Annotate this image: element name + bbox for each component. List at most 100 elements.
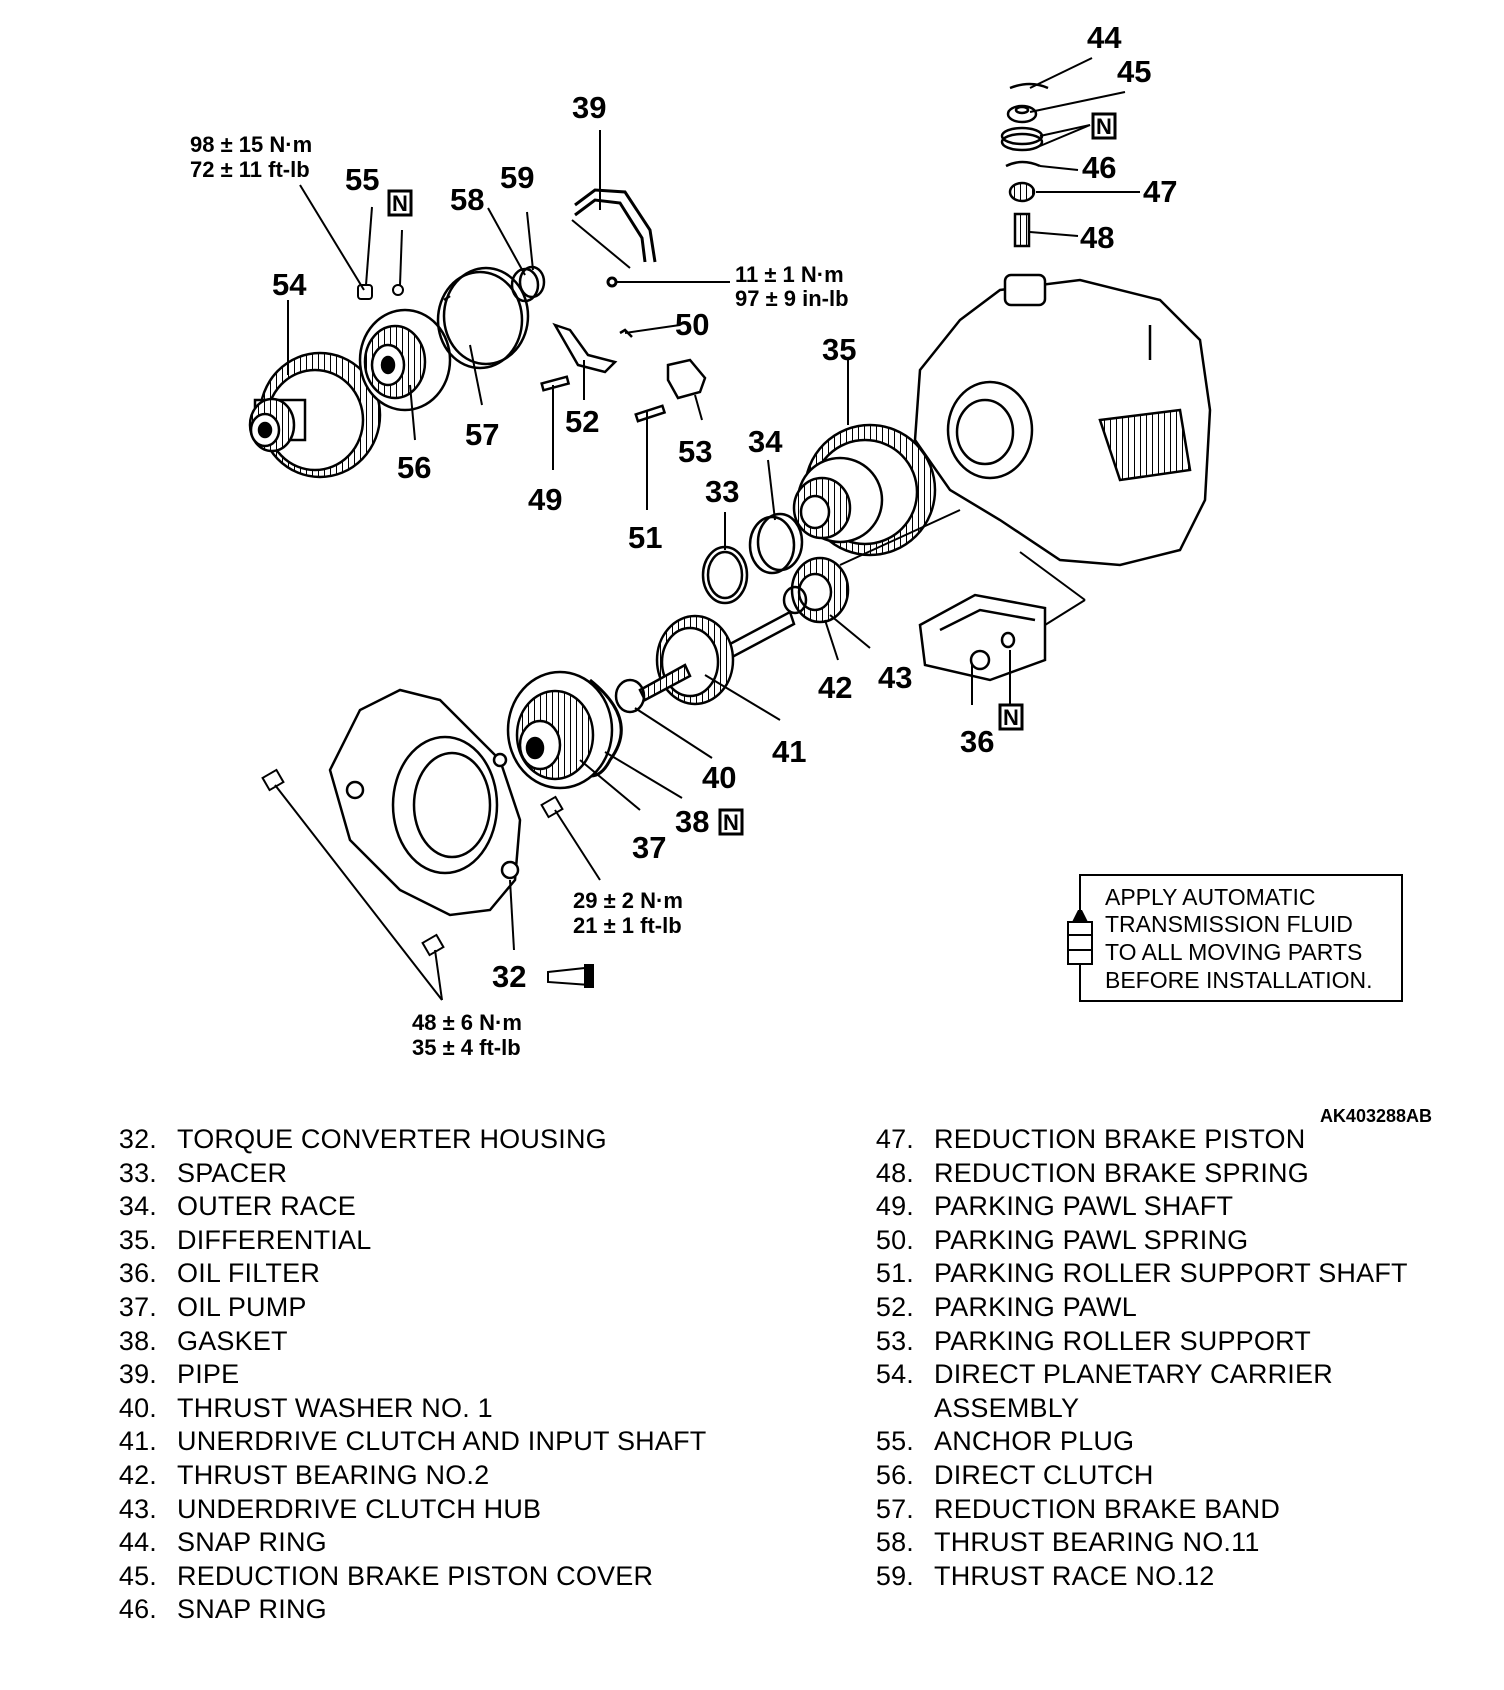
legend-item-number: 40.	[118, 1392, 157, 1423]
n-mark-36: N	[998, 703, 1024, 731]
legend-item-text: OIL PUMP	[177, 1291, 307, 1322]
transmission-case	[913, 273, 1212, 567]
callout-52: 52	[565, 404, 599, 439]
atf-bottle-note-icon	[1067, 910, 1093, 965]
note-line-3: TO ALL MOVING PARTS	[1105, 939, 1362, 965]
legend-item: 59. THRUST RACE NO.12	[852, 1560, 1492, 1594]
figure-id: AK403288AB	[1320, 1106, 1432, 1126]
callout-46: 46	[1082, 150, 1116, 185]
part-54-planetary-carrier	[248, 351, 382, 479]
legend-item-number: 49.	[875, 1191, 914, 1222]
svg-text:N: N	[392, 191, 408, 216]
torque-55-nm: 98 ± 15 N·m	[190, 132, 312, 157]
legend-item: 34.OUTER RACE	[95, 1190, 795, 1224]
legend-item-text: THRUST RACE NO.12	[934, 1560, 1215, 1591]
legend-item: 57. REDUCTION BRAKE BAND	[852, 1493, 1492, 1527]
callout-37: 37	[632, 830, 666, 865]
part-40-thrust-washer	[614, 678, 646, 714]
callout-58: 58	[450, 182, 484, 217]
legend-item-number: 52.	[875, 1291, 914, 1322]
legend-item: 00.ASSEMBLY	[852, 1392, 1492, 1426]
legend-item-number: 55.	[875, 1426, 914, 1457]
callout-45: 45	[1117, 54, 1151, 89]
legend-item-number: 44.	[118, 1527, 157, 1558]
legend-item: 50.PARKING PAWL SPRING	[852, 1224, 1492, 1258]
torque-39-in: 97 ± 9 in-lb	[735, 286, 849, 311]
legend-item: 43. UNDERDRIVE CLUTCH HUB	[95, 1493, 795, 1527]
callout-50: 50	[675, 307, 709, 342]
legend-item: 39.PIPE	[95, 1358, 795, 1392]
part-33-34-spacer-race	[701, 512, 804, 605]
legend-item-text: TORQUE CONVERTER HOUSING	[177, 1124, 607, 1154]
legend-item-number: 33.	[118, 1157, 157, 1188]
callout-57: 57	[465, 417, 499, 452]
part-55-anchor-plug	[357, 284, 404, 300]
part-35-differential	[792, 423, 937, 557]
callout-53: 53	[678, 434, 712, 469]
legend-item-text: THRUST BEARING NO.11	[934, 1527, 1260, 1558]
legend-item-number: 48.	[875, 1157, 914, 1188]
legend-item-text: SNAP RING	[177, 1594, 327, 1625]
torque-32a-nm: 29 ± 2 N·m	[573, 888, 683, 913]
n-mark-38: N	[718, 808, 744, 836]
callout-59: 59	[500, 160, 534, 195]
legend-item: 53.PARKING ROLLER SUPPORT	[852, 1325, 1492, 1359]
legend-item: 45.REDUCTION BRAKE PISTON COVER	[95, 1560, 795, 1594]
part-57-reduction-brake-band	[436, 266, 530, 370]
legend-item-text: DIRECT CLUTCH	[934, 1459, 1154, 1490]
legend-item-text: THRUST BEARING NO.2	[177, 1459, 490, 1490]
legend-item-number: 59.	[875, 1560, 914, 1591]
callout-numbers: 44 45 46 47 48 39 55 58 59 54 50 35 57 5…	[272, 20, 1177, 994]
callout-48: 48	[1080, 220, 1114, 255]
part-32-torque-converter-housing	[328, 688, 522, 917]
part-36-oil-filter	[918, 593, 1047, 682]
legend-item: 49.PARKING PAWL SHAFT	[852, 1190, 1492, 1224]
legend-item-number: 58.	[875, 1527, 914, 1558]
legend-item-number: 54.	[875, 1359, 914, 1390]
callout-47: 47	[1143, 174, 1177, 209]
part-41-underdrive-clutch	[638, 610, 796, 706]
callout-51: 51	[628, 520, 662, 555]
legend-item: 35.DIFFERENTIAL	[95, 1224, 795, 1258]
legend-item-text: SPACER	[177, 1157, 288, 1188]
torque-55-ft: 72 ± 11 ft-lb	[190, 157, 310, 182]
legend-item-number: 57.	[875, 1493, 914, 1524]
bolts	[261, 768, 564, 957]
legend-item-text: PARKING ROLLER SUPPORT SHAFT	[934, 1258, 1408, 1289]
legend-item: 48.REDUCTION BRAKE SPRING	[852, 1157, 1492, 1191]
callout-38: 38	[675, 804, 709, 839]
legend-item-text: PARKING PAWL SPRING	[934, 1224, 1249, 1255]
callout-56: 56	[397, 450, 431, 485]
legend-item: 54.DIRECT PLANETARY CARRIER	[852, 1358, 1492, 1392]
part-37-oil-pump	[506, 670, 614, 790]
callout-44: 44	[1087, 20, 1122, 55]
note-line-4: BEFORE INSTALLATION.	[1105, 967, 1373, 993]
parts-44-48-stack	[1000, 82, 1049, 248]
torque-32b-nm: 48 ± 6 N·m	[412, 1010, 522, 1035]
legend-item-text: UNDERDRIVE CLUTCH HUB	[177, 1493, 542, 1524]
legend-item: 46. SNAP RING	[95, 1593, 795, 1627]
legend-item-number: 43.	[118, 1493, 157, 1524]
callout-43: 43	[878, 660, 912, 695]
legend-item-text: UNERDRIVE CLUTCH AND INPUT SHAFT	[177, 1426, 707, 1457]
legend-item-number: 47.	[875, 1124, 914, 1154]
callout-54: 54	[272, 267, 307, 302]
callout-36: 36	[960, 724, 994, 759]
parking-parts-49-53	[540, 322, 707, 423]
callout-34: 34	[748, 424, 783, 459]
legend-item-number: 42.	[118, 1459, 157, 1490]
callout-32: 32	[492, 959, 526, 994]
callout-33: 33	[705, 474, 739, 509]
legend-item-number: 46.	[118, 1594, 157, 1625]
legend-item: 47.REDUCTION BRAKE PISTON	[852, 1123, 1492, 1157]
legend-item: 52.PARKING PAWL	[852, 1291, 1492, 1325]
exploded-view-diagram: 44 45 46 47 48 39 55 58 59 54 50 35 57 5…	[190, 20, 1432, 1126]
legend-item-text: OUTER RACE	[177, 1191, 357, 1222]
n-mark-45: N	[1091, 112, 1117, 140]
legend-item-number: 32.	[118, 1124, 157, 1154]
legend-item-number: 53.	[875, 1325, 914, 1356]
legend-item-text: REDUCTION BRAKE BAND	[934, 1493, 1281, 1524]
legend-item-number: 37.	[118, 1291, 157, 1322]
callout-55: 55	[345, 162, 379, 197]
